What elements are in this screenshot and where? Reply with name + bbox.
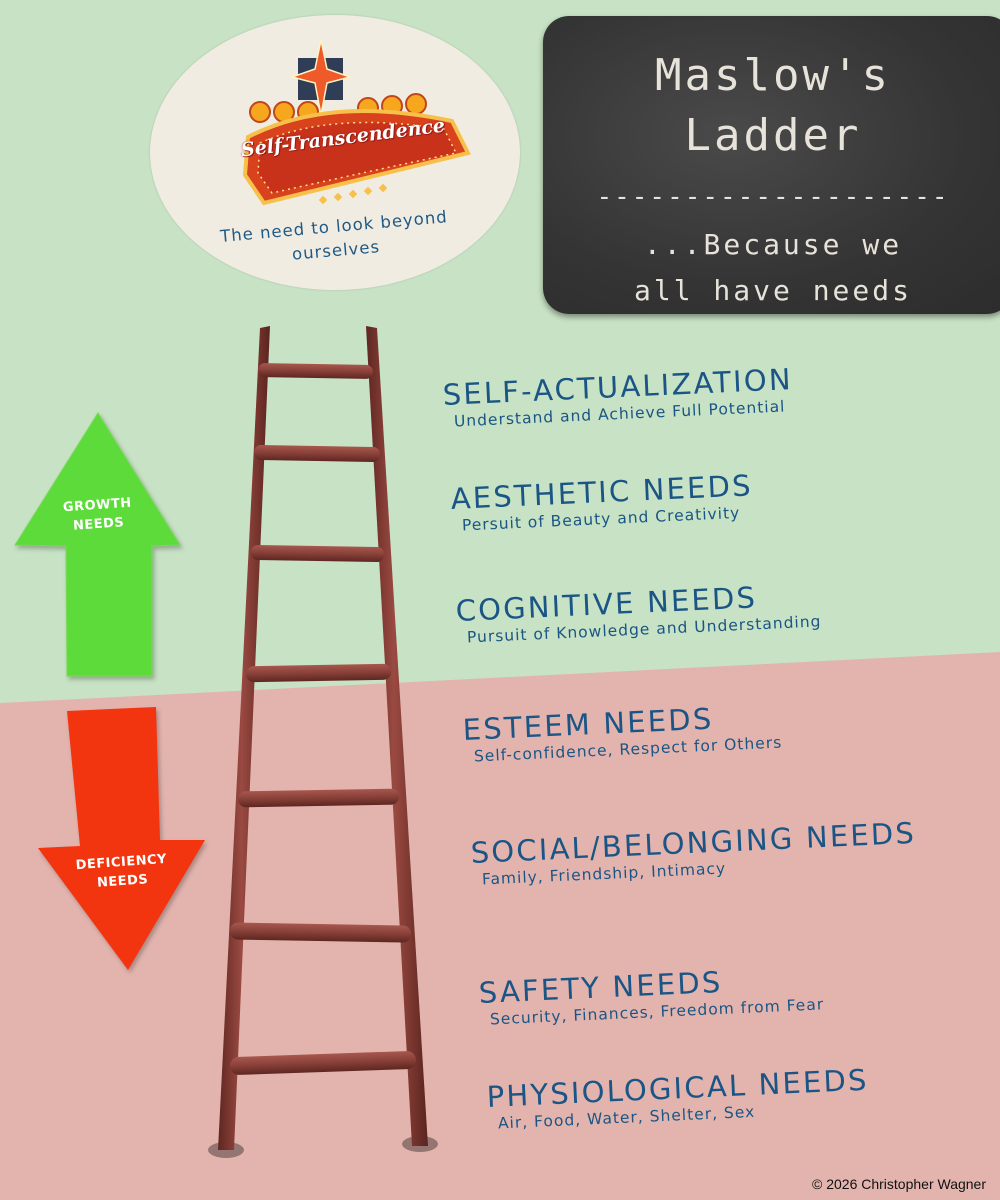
chalkboard-subtitle: ...Because we all have needs bbox=[543, 222, 1000, 314]
growth-needs-label: GROWTH NEEDS bbox=[49, 493, 147, 538]
copyright-notice: © 2026 Christopher Wagner bbox=[812, 1176, 986, 1192]
subtitle-line-2: all have needs bbox=[633, 274, 912, 307]
subtitle-line-1: ...Because we bbox=[643, 228, 903, 261]
vegas-sign-icon bbox=[242, 39, 471, 206]
down-arrow-icon bbox=[38, 707, 205, 970]
chalkboard: Maslow's Ladder -------------------- ...… bbox=[543, 16, 1000, 314]
chalk-divider: -------------------- bbox=[596, 182, 950, 212]
chalkboard-title: Maslow's Ladder bbox=[543, 46, 1000, 166]
title-line-1: Maslow's bbox=[655, 50, 891, 101]
title-line-2: Ladder bbox=[684, 110, 862, 161]
ladder-icon bbox=[208, 326, 438, 1158]
self-transcendence-bubble: Self-Transcendence The need to look beyo… bbox=[150, 15, 520, 290]
up-arrow-icon bbox=[14, 412, 181, 677]
